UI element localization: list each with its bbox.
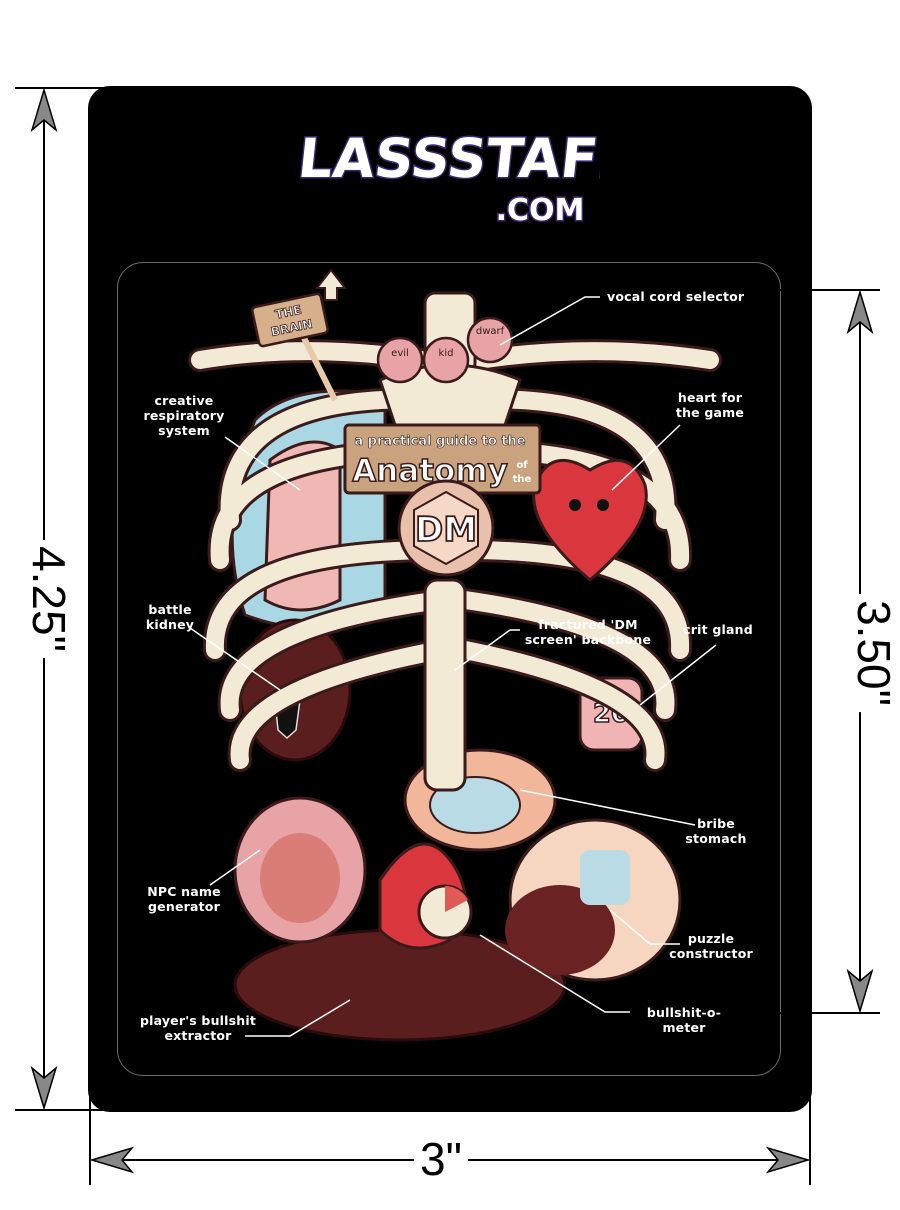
leader-lines <box>189 296 717 1037</box>
ribs-bone <box>191 342 719 769</box>
label-vocal-cord-selector: vocal cord selector <box>607 289 745 304</box>
arrow-up-icon <box>314 268 348 301</box>
title-line1: a practical guide to the <box>354 434 525 449</box>
heart-organ <box>532 459 648 582</box>
title-of: of <box>516 460 528 471</box>
d20-icon <box>413 490 479 566</box>
label-creative-respiratory-system: creative respiratory system <box>143 393 225 438</box>
width-dimension-label: 3" <box>414 1136 468 1182</box>
dm-badge-text: DM <box>415 510 477 550</box>
gauge-red-zone <box>445 886 468 912</box>
heart-eye-left <box>569 499 581 511</box>
voice-option-evil: evil <box>391 348 409 359</box>
dimension-arrowheads <box>30 87 874 1174</box>
logo-brand: GLASSSTAFF <box>300 127 600 190</box>
label-bribe-stomach: bribe stomach <box>685 816 747 846</box>
label-heart-for-the-game: heart for the game <box>675 390 745 420</box>
brain-sign <box>251 292 329 348</box>
height-dimension-label: 4.25" <box>23 540 75 658</box>
label-crit-gland: crit gland <box>683 622 753 637</box>
glassstaff-logo: GLASSSTAFF .COM <box>300 126 600 230</box>
label-puzzle-constructor: puzzle constructor <box>669 931 753 961</box>
label-fractured-backbone: fractured 'DM screen' backbone <box>524 617 652 647</box>
label-bullshit-o-meter: bullshit-o-meter <box>646 1005 722 1035</box>
puzzle-dark <box>505 885 615 975</box>
vocal-cord-knobs <box>376 316 514 384</box>
fractured-backbone <box>423 578 467 792</box>
npc-letters <box>260 833 340 923</box>
label-npc-name-generator: NPC name generator <box>147 884 221 914</box>
brain-sign-post <box>297 328 338 402</box>
label-players-bullshit-extractor: player's bullshit extractor <box>139 1013 257 1043</box>
logo-domain: .COM <box>496 193 585 228</box>
voice-option-kid: kid <box>439 348 454 359</box>
puzzle-piece <box>580 850 630 905</box>
voice-option-dwarf: dwarf <box>476 326 505 337</box>
title-the: the <box>513 474 532 485</box>
inner-frame <box>117 262 781 1076</box>
heart-eye-right <box>597 499 609 511</box>
label-battle-kidney: battle kidney <box>145 602 195 632</box>
inner-height-dimension-label: 3.50" <box>848 594 900 712</box>
brain-sign-line1: THE <box>274 303 303 322</box>
